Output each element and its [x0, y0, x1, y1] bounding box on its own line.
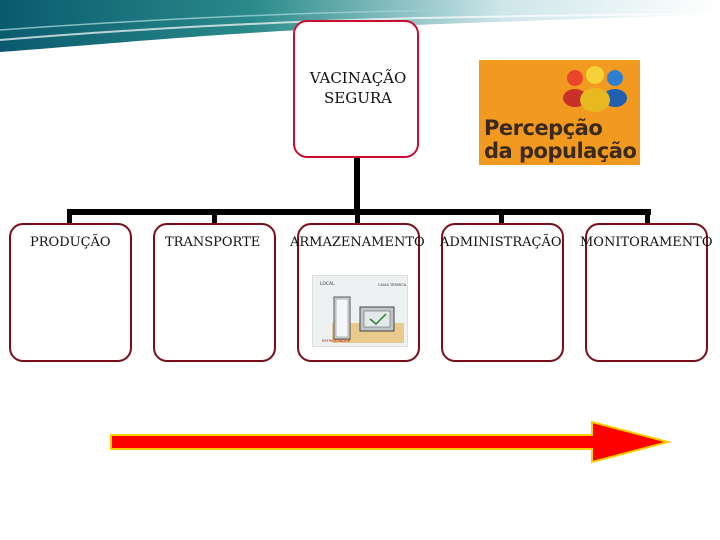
- node-label-transporte: TRANSPORTE: [165, 235, 261, 250]
- node-transporte: [153, 223, 276, 362]
- root-label: VACINAÇÃO SEGURA: [295, 68, 421, 108]
- node-administracao: [441, 223, 564, 362]
- storage-illustration: LOCAL CAIXA TÉRMICA REFRIGERADOR: [312, 275, 408, 347]
- badge-line-2: da população: [484, 139, 637, 163]
- node-label-monitoramento: MONITORAMENTO: [580, 235, 713, 250]
- progress-arrow: [110, 420, 672, 464]
- node-monitoramento: [585, 223, 708, 362]
- node-label-armazenamento: ARMAZENAMENTO: [290, 235, 425, 250]
- storage-label-refrigerador: REFRIGERADOR: [322, 339, 351, 343]
- percepcao-badge: Percepção da população: [479, 60, 640, 165]
- storage-label-local: LOCAL: [320, 281, 335, 287]
- root-node: VACINAÇÃO SEGURA: [293, 20, 419, 158]
- node-producao: [9, 223, 132, 362]
- badge-line-1: Percepção: [484, 116, 603, 140]
- root-label-line-1: VACINAÇÃO: [309, 69, 407, 87]
- node-label-producao: PRODUÇÃO: [30, 235, 111, 250]
- node-label-administracao: ADMINISTRAÇÃO: [440, 235, 562, 250]
- people-icon: [563, 66, 627, 112]
- root-label-line-2: SEGURA: [324, 89, 392, 107]
- storage-label-caixa: CAIXA TÉRMICA: [378, 282, 407, 287]
